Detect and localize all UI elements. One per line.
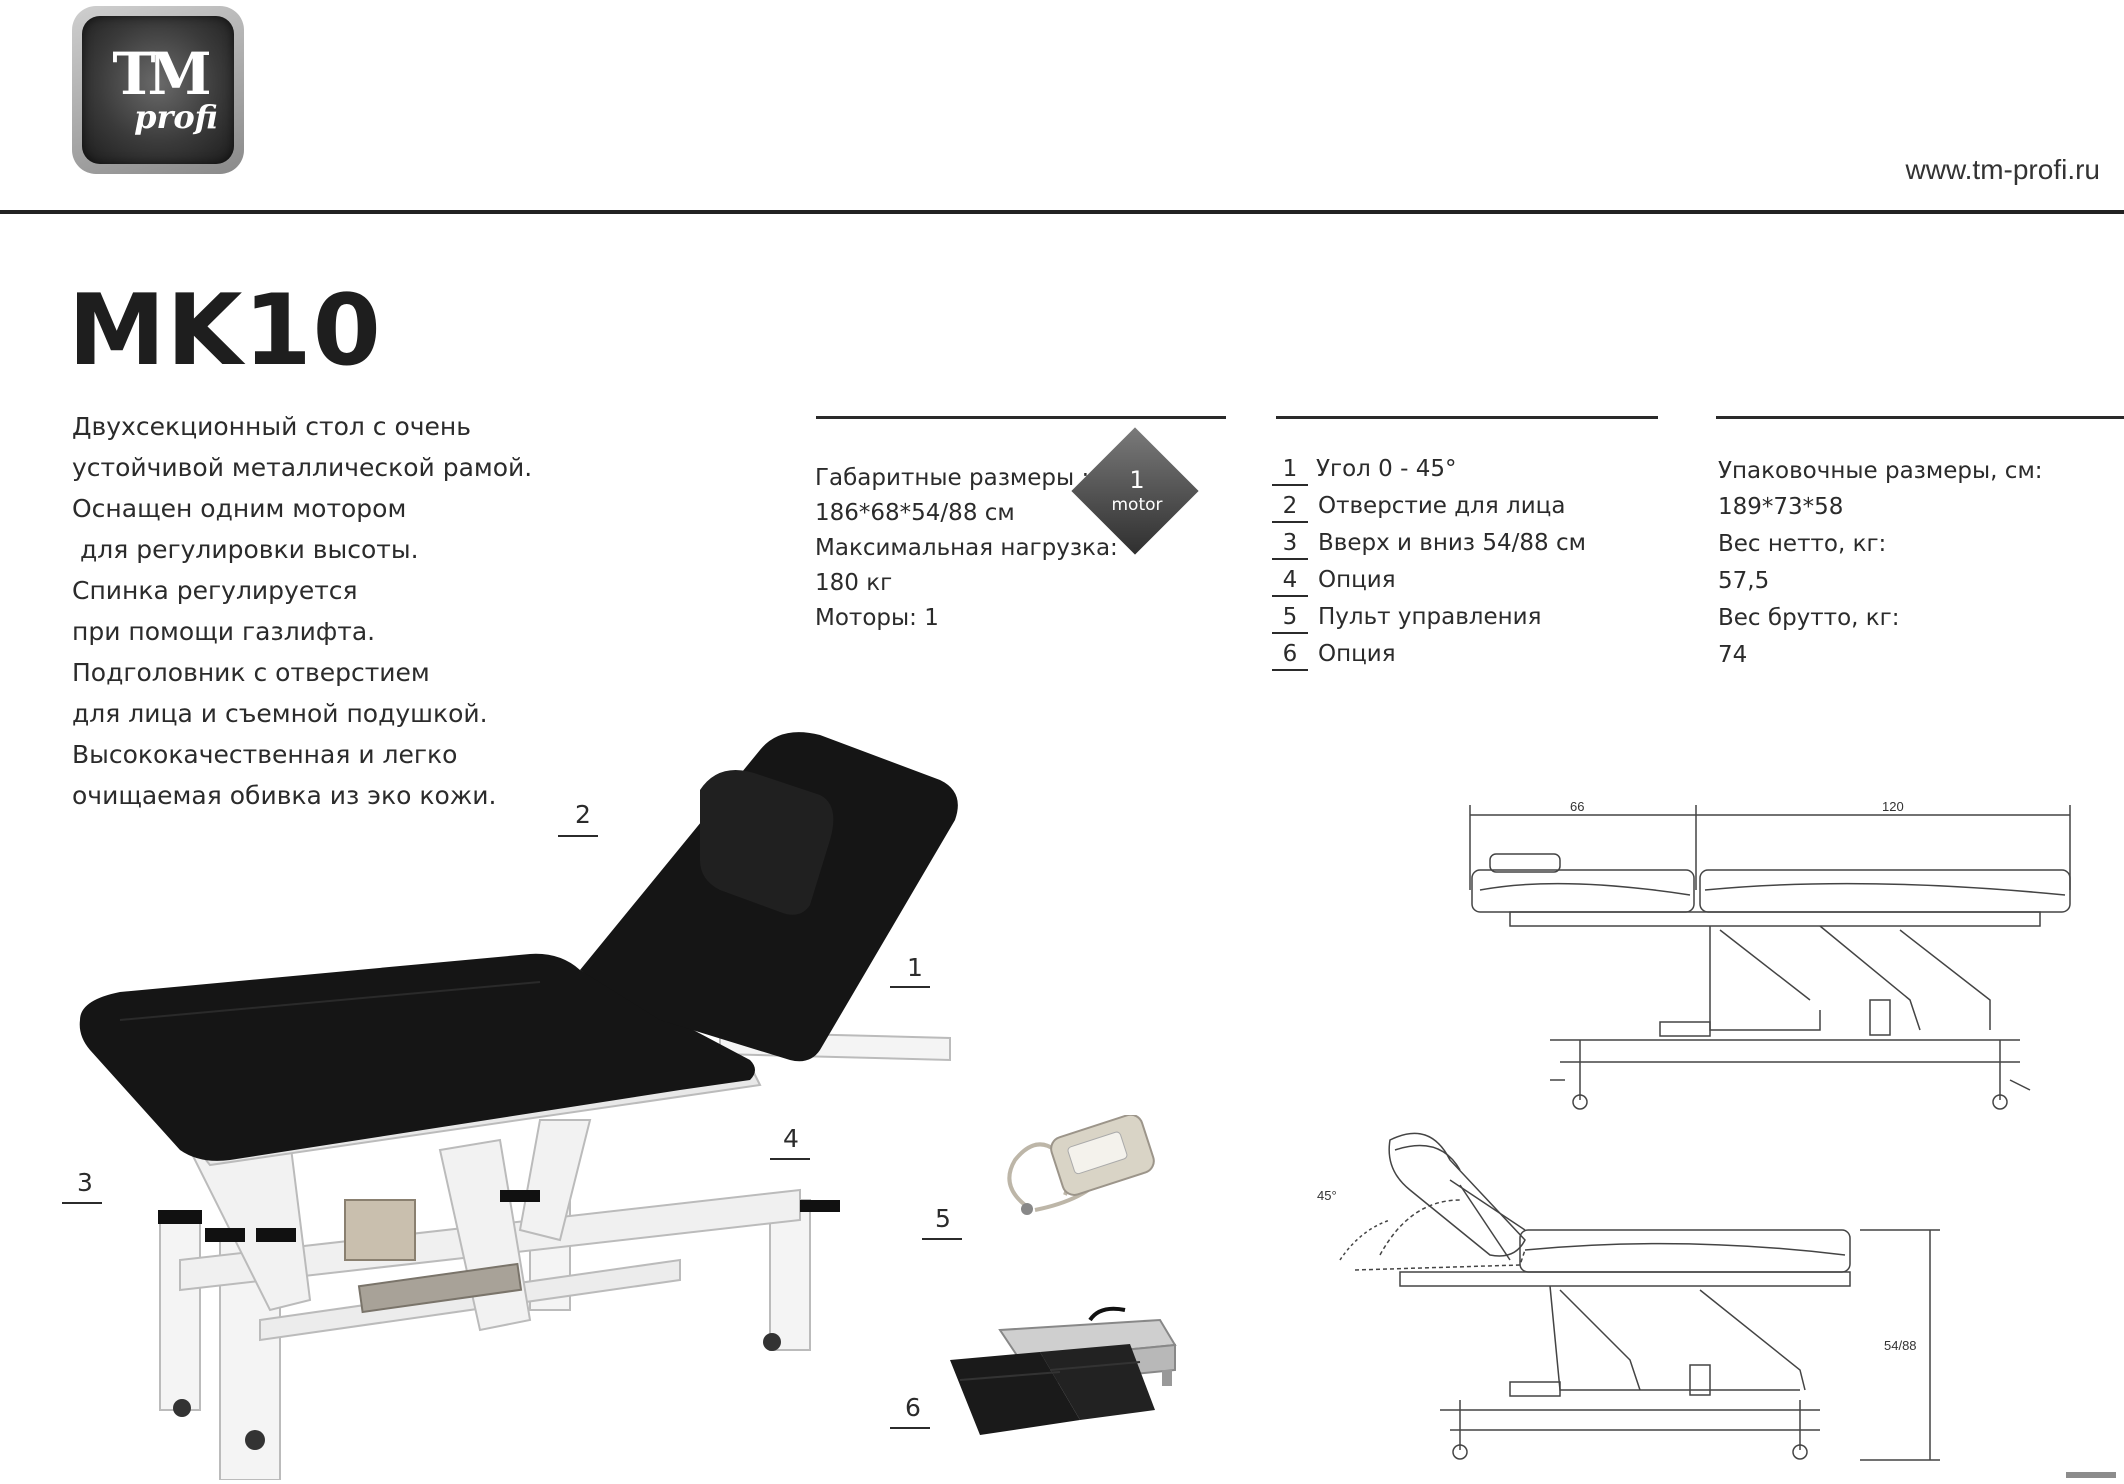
feature-text: Опция xyxy=(1318,567,1396,593)
callout-3: 3 xyxy=(77,1168,93,1197)
description-line: Высококачественная и легко xyxy=(72,740,458,769)
callout-underline xyxy=(558,835,598,837)
remote-control-image xyxy=(1007,1115,1155,1215)
description-line: Подголовник с отверстием xyxy=(72,658,430,687)
feature-number-underline xyxy=(1272,595,1308,597)
description-line: Спинка регулируется xyxy=(72,576,358,605)
product-title: MK10 xyxy=(68,274,382,388)
callout-underline xyxy=(922,1238,962,1240)
description-line: устойчивой металлической рамой. xyxy=(72,453,533,482)
spec-line: Моторы: 1 xyxy=(815,605,939,631)
description-line: Двухсекционный стол с очень xyxy=(72,412,472,441)
website-link[interactable]: www.tm-profi.ru xyxy=(1905,154,2100,185)
description-line: очищаемая обивка из эко кожи. xyxy=(72,781,497,810)
feature-number-underline xyxy=(1272,632,1308,634)
callout-1: 1 xyxy=(907,953,923,982)
callout-underline xyxy=(890,1427,930,1429)
description-line: для регулировки высоты. xyxy=(72,535,419,564)
dim-head-length: 66 xyxy=(1570,799,1585,814)
packaging-line: 57,5 xyxy=(1718,568,1770,594)
dim-body-length: 120 xyxy=(1882,799,1904,814)
description-line: для лица и съемной подушкой. xyxy=(72,699,488,728)
packaging-rule xyxy=(1716,416,2124,419)
dim-height: 54/88 xyxy=(1884,1338,1917,1353)
massage-table-photo xyxy=(79,732,958,1480)
packaging-line: Вес нетто, кг: xyxy=(1718,531,1887,557)
logo-tm-text: TM xyxy=(112,40,211,108)
spec-line: Габаритные размеры : xyxy=(815,465,1090,491)
feature-number: 3 xyxy=(1282,530,1298,556)
feature-text: Вверх и вниз 54/88 см xyxy=(1318,530,1586,556)
spec-line: 180 кг xyxy=(815,570,893,596)
callout-underline xyxy=(890,986,930,988)
logo-profi-text: profi xyxy=(134,98,218,136)
callout-5: 5 xyxy=(935,1204,951,1233)
feature-text: Угол 0 - 45° xyxy=(1316,456,1457,482)
dim-angle: 45° xyxy=(1317,1188,1337,1203)
feature-number: 2 xyxy=(1282,493,1298,519)
feature-text: Пульт управления xyxy=(1318,604,1542,630)
packaging-line: 189*73*58 xyxy=(1718,494,1844,520)
feature-number-underline xyxy=(1272,669,1308,671)
features-rule xyxy=(1276,416,1658,419)
callout-2: 2 xyxy=(575,800,591,829)
motor-label: motor xyxy=(1111,495,1163,515)
header-divider xyxy=(0,210,2124,214)
feature-number: 1 xyxy=(1282,456,1298,482)
description-line: Оснащен одним мотором xyxy=(72,494,407,523)
specs-rule xyxy=(816,416,1226,419)
feature-number: 5 xyxy=(1282,604,1298,630)
description-line: при помощи газлифта. xyxy=(72,617,376,646)
packaging-line: Вес брутто, кг: xyxy=(1718,605,1900,631)
spec-line: 186*68*54/88 см xyxy=(815,500,1015,526)
feature-text: Отверстие для лица xyxy=(1318,493,1566,519)
callout-underline xyxy=(62,1202,102,1204)
feature-number-underline xyxy=(1272,558,1308,560)
foot-pedal-image xyxy=(950,1306,1177,1435)
packaging-line: 74 xyxy=(1718,642,1748,668)
feature-text: Опция xyxy=(1318,641,1396,667)
technical-drawing xyxy=(1339,805,2071,1461)
feature-number: 4 xyxy=(1282,567,1298,593)
spec-line: Максимальная нагрузка: xyxy=(815,535,1118,561)
feature-number: 6 xyxy=(1282,641,1298,667)
feature-number-underline xyxy=(1272,521,1308,523)
tm-profi-logo: TM profi xyxy=(72,6,244,174)
motor-count: 1 xyxy=(1129,466,1145,494)
callout-underline xyxy=(770,1158,810,1160)
callout-6: 6 xyxy=(905,1393,921,1422)
callout-4: 4 xyxy=(783,1124,799,1153)
footer-accent-bar xyxy=(2066,1472,2116,1478)
packaging-line: Упаковочные размеры, см: xyxy=(1718,458,2043,484)
feature-number-underline xyxy=(1272,484,1308,486)
